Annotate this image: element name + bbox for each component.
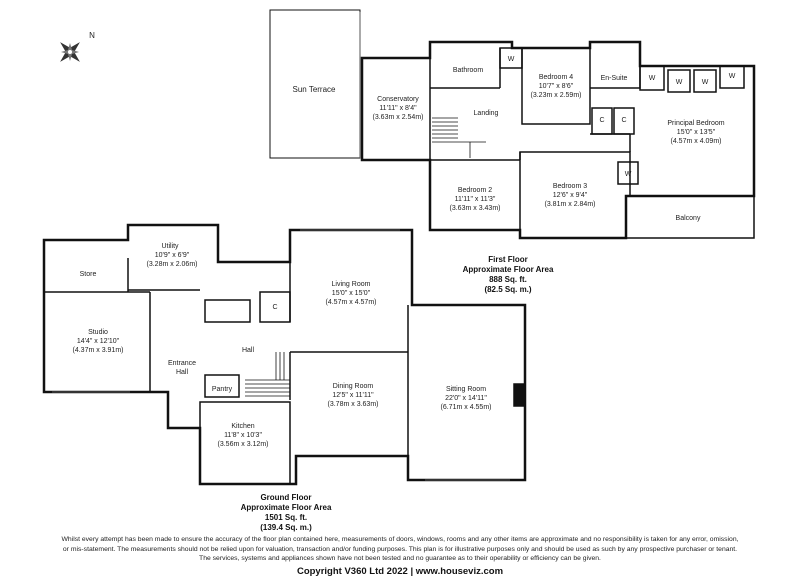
sitting-room-size-metric: (6.71m x 4.55m) bbox=[441, 404, 492, 411]
sun-terrace-label: Sun Terrace bbox=[293, 85, 337, 94]
studio-size-imperial: 14'4" x 12'10" bbox=[77, 338, 120, 345]
bedroom3-label: Bedroom 3 bbox=[553, 183, 587, 190]
first-floor-subtitle: Approximate Floor Area bbox=[463, 265, 554, 274]
conservatory-size-metric: (3.63m x 2.54m) bbox=[373, 114, 424, 121]
studio-size-metric: (4.37m x 3.91m) bbox=[73, 347, 124, 354]
first-floor-area-sqft: 888 Sq. ft. bbox=[489, 275, 527, 284]
wardrobe-w-label-2: W bbox=[649, 75, 656, 82]
kitchen-size-metric: (3.56m x 3.12m) bbox=[218, 441, 269, 448]
bedroom2-size-imperial: 11'11" x 11'3" bbox=[455, 196, 496, 203]
studio-label: Studio bbox=[88, 329, 108, 336]
conservatory-label: Conservatory bbox=[377, 96, 419, 103]
store-label: Store bbox=[80, 271, 97, 278]
first-floor-area-sqm: (82.5 Sq. m.) bbox=[484, 285, 531, 294]
disclaimer-line-2: or mis-statement. The measurements shoul… bbox=[62, 545, 738, 553]
pantry-label: Pantry bbox=[212, 386, 233, 393]
compass-north-label: N bbox=[89, 31, 95, 40]
utility-size-imperial: 10'9" x 6'9" bbox=[155, 252, 190, 259]
cupboard-c-label-2: C bbox=[621, 117, 626, 124]
sitting-room-size-imperial: 22'0" x 14'11" bbox=[445, 395, 487, 402]
dining-room-label: Dining Room bbox=[333, 383, 374, 390]
ground-floor-outline bbox=[42, 223, 527, 486]
sitting-room-label: Sitting Room bbox=[446, 386, 486, 393]
disclaimer-line-3: The services, systems and appliances sho… bbox=[199, 555, 601, 562]
landing-label: Landing bbox=[474, 110, 499, 117]
first-floor-title: First Floor bbox=[488, 255, 528, 264]
living-room-size-metric: (4.57m x 4.57m) bbox=[326, 299, 377, 306]
bedroom4-size-imperial: 10'7" x 8'6" bbox=[539, 83, 574, 90]
bedroom2-label: Bedroom 2 bbox=[458, 187, 492, 194]
first-floor-outline bbox=[360, 40, 756, 240]
utility-label: Utility bbox=[161, 243, 179, 250]
bedroom3-size-metric: (3.81m x 2.84m) bbox=[545, 201, 596, 208]
principal-bedroom-size-metric: (4.57m x 4.09m) bbox=[671, 138, 722, 145]
principal-bedroom-size-imperial: 15'0" x 13'5" bbox=[677, 129, 716, 136]
balcony-label: Balcony bbox=[676, 215, 701, 222]
ground-floor-title: Ground Floor bbox=[260, 493, 311, 502]
copyright: Copyright V360 Ltd 2022 | www.houseviz.c… bbox=[296, 566, 504, 577]
conservatory-size-imperial: 11'11" x 8'4" bbox=[379, 105, 417, 112]
sun-terrace-outline bbox=[269, 9, 361, 159]
dining-room-size-imperial: 12'5" x 11'11" bbox=[332, 392, 374, 399]
compass-rose-icon bbox=[60, 42, 80, 62]
wardrobe-w-label-4: W bbox=[702, 79, 709, 86]
bedroom4-label: Bedroom 4 bbox=[539, 74, 573, 81]
disclaimer: Whilst every attempt has been made to en… bbox=[6, 535, 794, 564]
cupboard-c-label-1: C bbox=[599, 117, 604, 124]
kitchen-size-imperial: 11'8" x 10'3" bbox=[224, 432, 262, 439]
wardrobe-w-label-5: W bbox=[729, 73, 736, 80]
entrance-hall-label-2: Hall bbox=[176, 369, 189, 376]
bedroom2-size-metric: (3.63m x 3.43m) bbox=[450, 205, 501, 212]
ground-floor-subtitle: Approximate Floor Area bbox=[241, 503, 332, 512]
bathroom-label: Bathroom bbox=[453, 67, 484, 74]
wardrobe-w-label-1: W bbox=[508, 56, 515, 63]
living-room-size-imperial: 15'0" x 15'0" bbox=[332, 290, 371, 297]
hall-label: Hall bbox=[242, 347, 255, 354]
bedroom4-size-metric: (3.23m x 2.59m) bbox=[531, 92, 582, 99]
disclaimer-line-1: Whilst every attempt has been made to en… bbox=[61, 536, 739, 543]
ground-floor-area-sqft: 1501 Sq. ft. bbox=[265, 513, 307, 522]
bedroom3-size-imperial: 12'6" x 9'4" bbox=[553, 192, 588, 199]
ground-cupboard-c-label: C bbox=[272, 304, 277, 311]
dining-room-size-metric: (3.78m x 3.63m) bbox=[328, 401, 379, 408]
wardrobe-w-label-3: W bbox=[676, 79, 683, 86]
floor-plan: N bbox=[42, 9, 756, 532]
living-room-label: Living Room bbox=[332, 281, 371, 288]
entrance-hall-label-1: Entrance bbox=[168, 360, 196, 367]
utility-size-metric: (3.28m x 2.06m) bbox=[147, 261, 198, 268]
en-suite-label: En-Suite bbox=[601, 75, 628, 82]
principal-bedroom-label: Principal Bedroom bbox=[667, 120, 724, 127]
ground-floor-area-sqm: (139.4 Sq. m.) bbox=[260, 523, 312, 532]
kitchen-label: Kitchen bbox=[231, 423, 254, 430]
wardrobe-w-label-6: W bbox=[625, 171, 632, 178]
